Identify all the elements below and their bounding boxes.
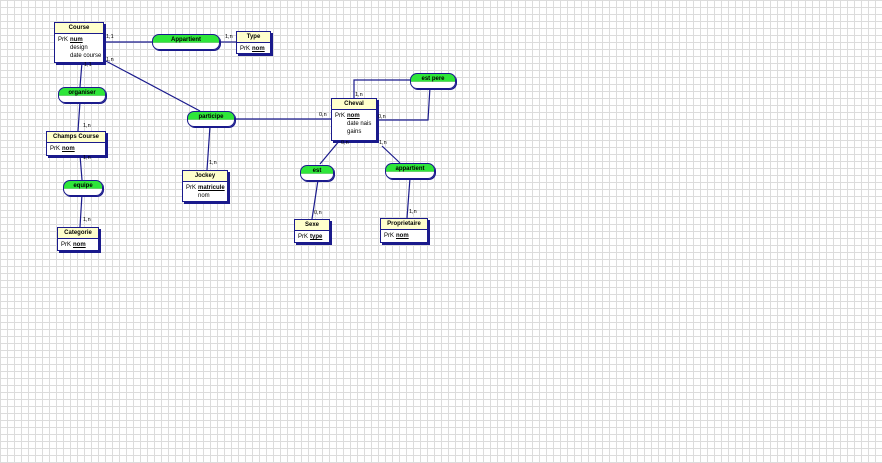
cardinality-label: 1,n bbox=[409, 209, 417, 215]
attribute: gains bbox=[347, 129, 362, 135]
pk-label: PrK bbox=[50, 146, 61, 152]
pk-label: PrK bbox=[240, 46, 251, 52]
cardinality-label: 1,n bbox=[225, 34, 233, 40]
pk-label: PrK bbox=[335, 113, 346, 119]
primary-key: nom bbox=[396, 233, 409, 239]
link-organiser-champs bbox=[77, 101, 81, 132]
primary-key: nom bbox=[73, 242, 86, 248]
association-est[interactable]: est bbox=[300, 165, 334, 181]
association-organiser[interactable]: organiser bbox=[58, 87, 106, 103]
primary-key: nom bbox=[62, 146, 75, 152]
link-cheval-estpere-top bbox=[353, 79, 410, 98]
link-appartient-proprietaire bbox=[406, 177, 411, 219]
pk-label: PrK bbox=[58, 37, 69, 43]
entity-title: Course bbox=[55, 23, 103, 34]
entity-title: Cheval bbox=[332, 99, 376, 110]
association-est-pere[interactable]: est pere bbox=[410, 73, 456, 89]
link-champs-equipe bbox=[79, 154, 83, 181]
entity-title: Jockey bbox=[183, 171, 227, 182]
link-course-organiser bbox=[79, 61, 83, 88]
association-participe[interactable]: participe bbox=[187, 111, 235, 127]
cardinality-label: 1,n bbox=[106, 57, 114, 63]
primary-key: num bbox=[70, 37, 83, 43]
primary-key: nom bbox=[347, 113, 360, 119]
link-cheval-appartient bbox=[381, 145, 401, 164]
cardinality-label: 1,n bbox=[355, 92, 363, 98]
link-est-sexe bbox=[311, 179, 319, 220]
entity-title: Categorie bbox=[58, 228, 98, 239]
primary-key: type bbox=[310, 234, 323, 240]
attribute: date course bbox=[70, 53, 102, 59]
cardinality-label: 1,n bbox=[83, 217, 91, 223]
cardinality-label: 0,n bbox=[341, 140, 349, 146]
attribute: date nais bbox=[347, 121, 372, 127]
entity-title: Sexe bbox=[295, 220, 329, 231]
primary-key: matricule bbox=[198, 185, 225, 191]
cardinality-label: 1,n bbox=[379, 140, 387, 146]
cardinality-label: 1,1 bbox=[106, 34, 114, 40]
pk-label: PrK bbox=[61, 242, 72, 248]
cardinality-label: 0,n bbox=[314, 210, 322, 216]
attribute: nom bbox=[198, 193, 210, 199]
link-participe-jockey bbox=[206, 125, 211, 171]
association-appartient-type[interactable]: Appartient bbox=[152, 34, 220, 50]
link-course-participe bbox=[103, 59, 201, 112]
entity-title: Champs Course bbox=[47, 132, 105, 143]
link-equipe-categorie bbox=[79, 193, 83, 228]
cardinality-label: 1,1 bbox=[84, 62, 92, 68]
link-cheval-est bbox=[319, 139, 341, 165]
cardinality-label: 0,n bbox=[319, 112, 327, 118]
pk-label: PrK bbox=[298, 234, 309, 240]
cardinality-label: 1,n bbox=[83, 123, 91, 129]
cardinality-label: 1,n bbox=[209, 160, 217, 166]
pk-label: PrK bbox=[186, 185, 197, 191]
association-equipe[interactable]: equipe bbox=[63, 180, 103, 196]
pk-label: PrK bbox=[384, 233, 395, 239]
entity-title: Proprietaire bbox=[381, 219, 427, 230]
entity-title: Type bbox=[237, 32, 270, 43]
primary-key: nom bbox=[252, 46, 265, 52]
link-cheval-estpere-right bbox=[376, 86, 431, 121]
cardinality-label: 1,n bbox=[83, 155, 91, 161]
attribute: design bbox=[70, 45, 88, 51]
cardinality-label: 0,n bbox=[378, 114, 386, 120]
association-appartient-proprietaire[interactable]: appartient bbox=[385, 163, 435, 179]
